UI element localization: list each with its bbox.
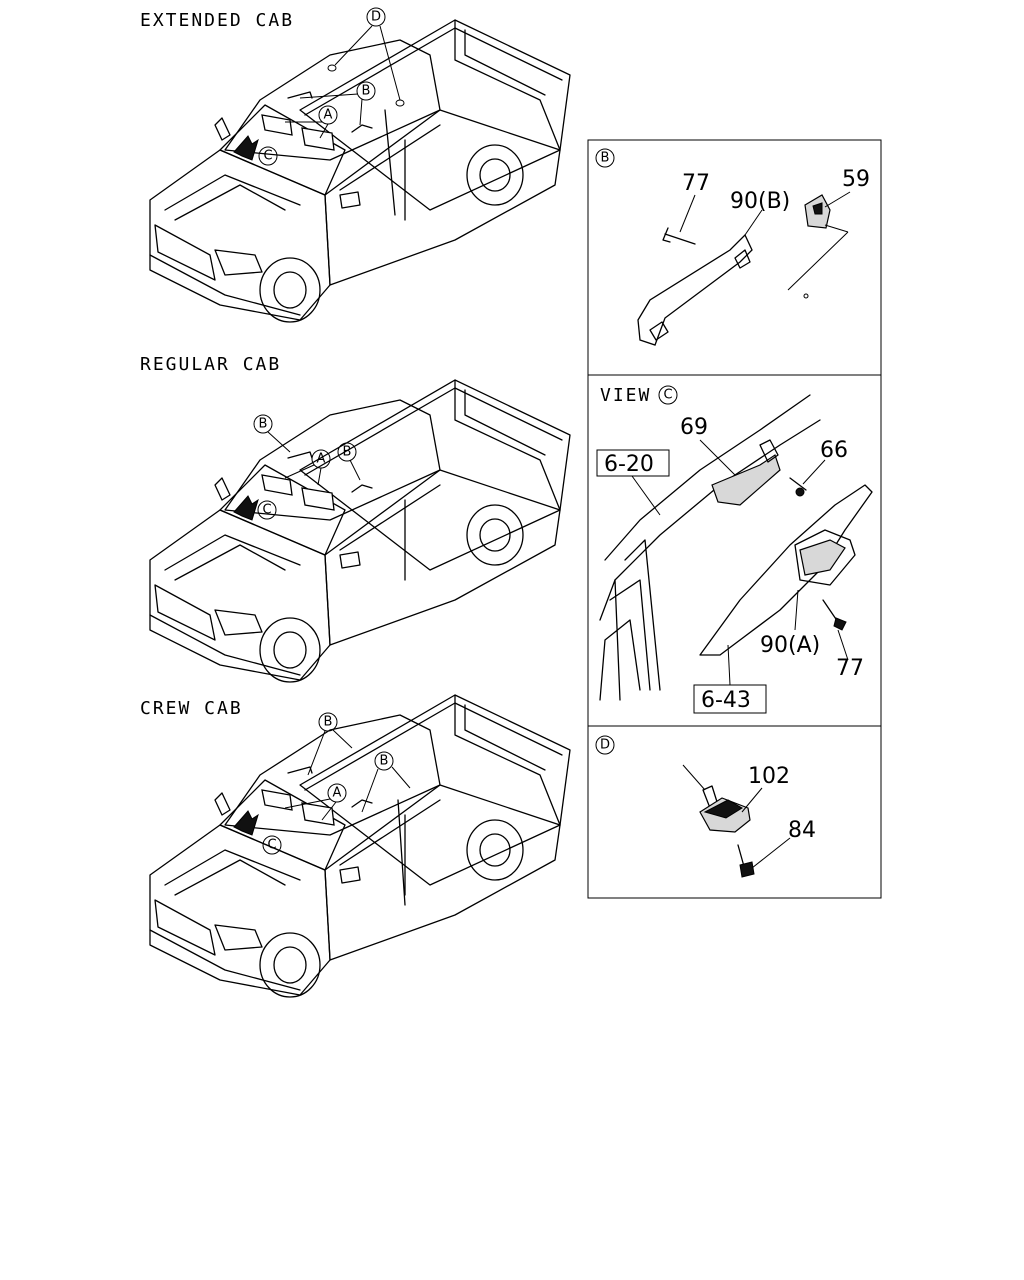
svg-text:B: B	[259, 417, 268, 432]
svg-text:B: B	[380, 754, 389, 769]
part-59: 59	[842, 167, 870, 192]
detail-c: VIEW C 6-20 6-43 69 66 90(	[596, 385, 873, 714]
marker-d-extended: D	[327, 7, 405, 107]
part-69: 69	[680, 415, 708, 440]
marker-b-extended: B	[299, 81, 376, 126]
svg-text:C: C	[267, 838, 276, 853]
part-84: 84	[788, 818, 816, 843]
part-77-c: 77	[836, 656, 864, 681]
marker-b-crew-left: B	[307, 712, 353, 776]
detail-panel	[587, 139, 882, 899]
part-102: 102	[748, 764, 790, 789]
part-90b: 90(B)	[730, 189, 790, 214]
detail-b-marker: B	[601, 151, 610, 166]
section-label-crew-cab: CREW CAB	[140, 698, 243, 719]
svg-text:D: D	[371, 10, 381, 25]
ref-box-6-20	[596, 449, 670, 477]
svg-text:B: B	[343, 445, 352, 460]
ref-6-43: 6-43	[701, 688, 751, 713]
svg-text:A: A	[333, 786, 342, 801]
detail-d: D 102 84	[595, 735, 816, 878]
marker-b-regular-right: B	[337, 442, 361, 481]
detail-c-marker: C	[663, 388, 672, 403]
truck-crew-cab	[149, 694, 571, 998]
part-77-b: 77	[682, 171, 710, 196]
truck-regular-cab	[149, 379, 571, 683]
visor-69	[711, 454, 781, 506]
svg-text:B: B	[324, 715, 333, 730]
detail-b: B 77 90(B) 59	[595, 148, 870, 346]
ref-6-20: 6-20	[604, 452, 654, 477]
marker-a-crew: A	[284, 783, 347, 821]
marker-a-extended: A	[285, 105, 338, 139]
detail-d-marker: D	[600, 738, 610, 753]
marker-b-crew-right: B	[361, 751, 411, 813]
marker-b-regular-left: B	[253, 414, 291, 453]
svg-text:A: A	[324, 108, 333, 123]
svg-text:C: C	[263, 149, 272, 164]
grab-handle-90b	[637, 233, 753, 346]
view-label: VIEW	[600, 385, 651, 406]
truck-extended-cab	[149, 19, 571, 323]
svg-text:A: A	[317, 452, 326, 467]
marker-c-crew: C	[262, 835, 282, 855]
svg-text:B: B	[362, 84, 371, 99]
part-90a: 90(A)	[760, 633, 820, 658]
marker-c-regular: C	[257, 500, 277, 520]
section-label-extended-cab: EXTENDED CAB	[140, 10, 294, 31]
svg-text:C: C	[262, 503, 271, 518]
marker-a-regular: A	[284, 449, 331, 486]
marker-c-extended: C	[258, 146, 278, 166]
section-label-regular-cab: REGULAR CAB	[140, 354, 281, 375]
part-66: 66	[820, 438, 848, 463]
